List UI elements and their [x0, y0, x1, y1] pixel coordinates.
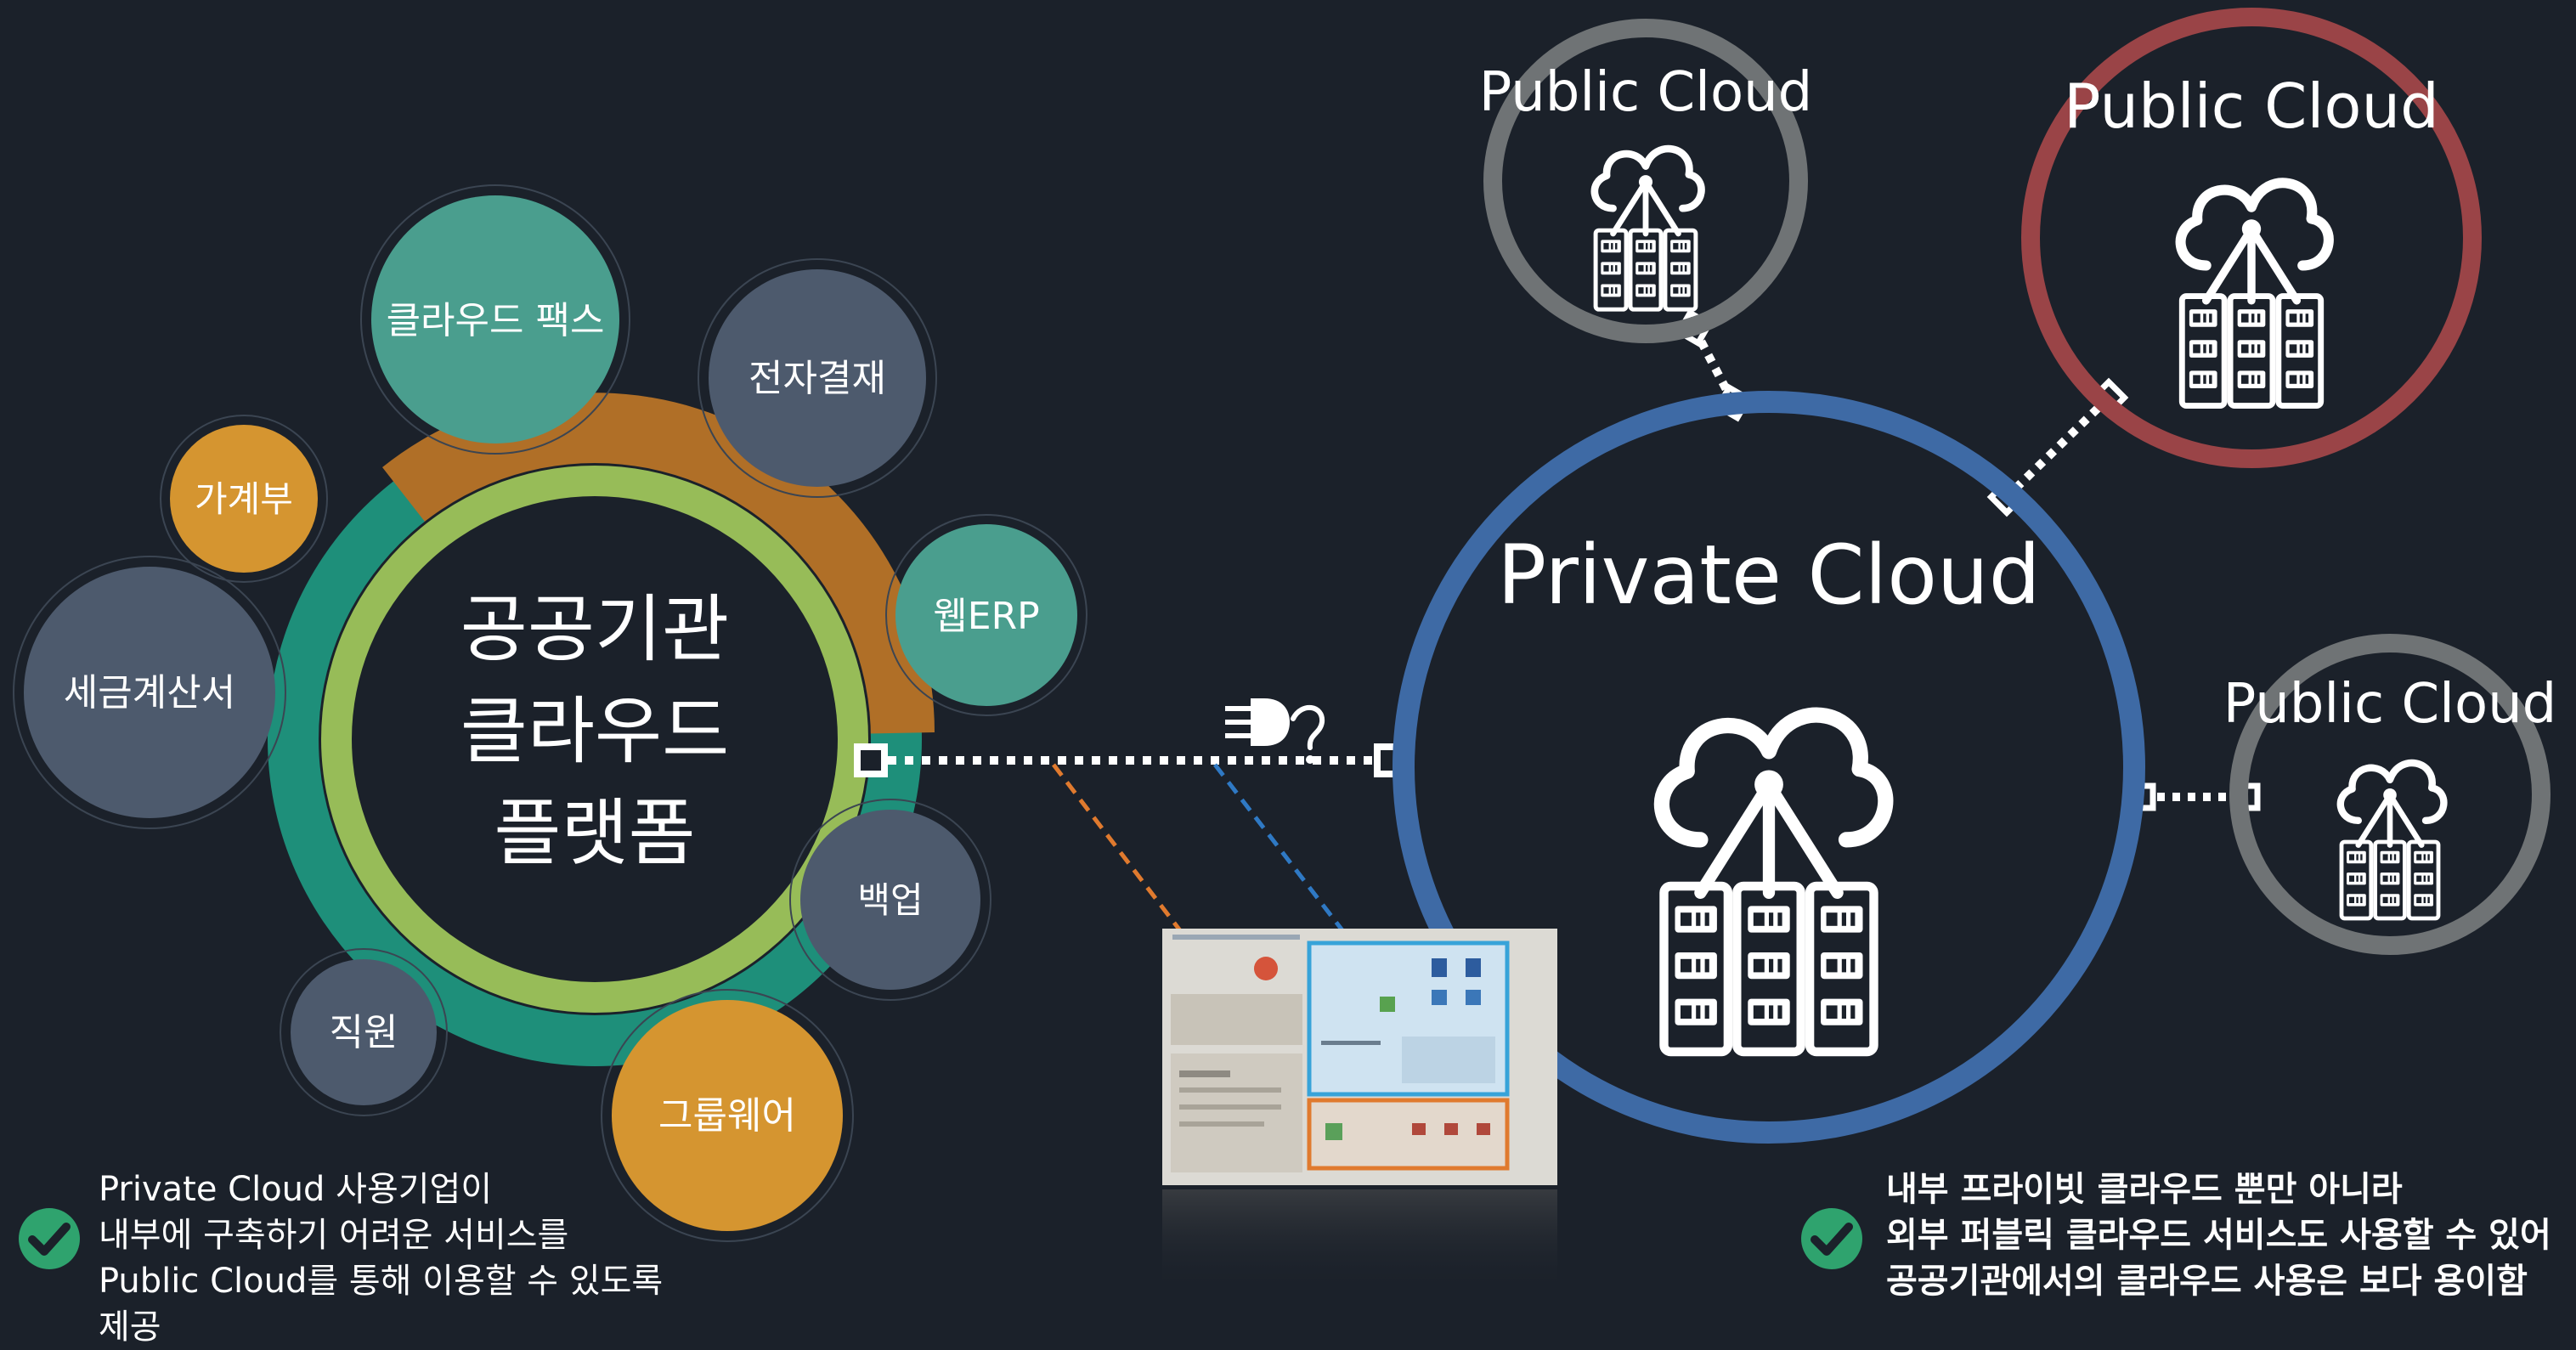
- cloud-server-icon: [1595, 149, 1702, 309]
- service-bubbles: 클라우드 팩스 전자결재 가계부 웹ERP 세금계산서 백업: [13, 184, 1087, 1242]
- right-note: 내부 프라이빗 클라우드 뿐만 아니라 외부 퍼블릭 클라우드 서비스도 사용할…: [1886, 1166, 2551, 1304]
- public-cloud-title: Public Cloud: [2223, 673, 2557, 736]
- public-cloud-title: Public Cloud: [1479, 61, 1813, 124]
- service-bubble-cloud-fax: 클라우드 팩스: [360, 184, 630, 455]
- portal-screenshot-thumbnail: [1162, 929, 1557, 1291]
- public-cloud-ring: [2229, 634, 2551, 955]
- platform-title-line-3: 플랫폼: [494, 791, 695, 876]
- public-cloud-top-right: Public Cloud: [2021, 8, 2482, 468]
- service-label: 가계부: [195, 478, 293, 520]
- public-cloud-ring: [2021, 8, 2482, 468]
- left-note-line-3: Public Cloud를 통해 이용할 수 있도록: [99, 1262, 664, 1301]
- service-label: 세금계산서: [64, 671, 235, 715]
- check-circle-icon: [19, 1208, 80, 1269]
- service-bubble-backup: 백업: [789, 799, 991, 1001]
- cloud-server-icon: [2341, 763, 2444, 918]
- service-bubble-web-erp: 웹ERP: [885, 514, 1087, 716]
- service-bubble-e-approval: 전자결재: [698, 258, 937, 498]
- public-cloud-title: Public Cloud: [2064, 71, 2439, 142]
- public-link-2: [2003, 394, 2112, 500]
- right-note-line-1: 내부 프라이빗 클라우드 뿐만 아니라: [1886, 1170, 2403, 1209]
- public-cloud-top-left: Public Cloud: [1479, 19, 1813, 343]
- cloud-server-icon: [2181, 183, 2329, 405]
- service-label: 전자결재: [749, 357, 886, 400]
- public-cloud-ring: [1483, 19, 1808, 343]
- plug-icon: [1225, 698, 1325, 764]
- service-label: 직원: [330, 1011, 398, 1054]
- platform-rings: 공공기관 클라우드 플랫폼: [268, 393, 935, 1066]
- service-label: 백업: [857, 879, 923, 921]
- check-circle-icon: [1801, 1208, 1862, 1269]
- right-note-line-3: 공공기관에서의 클라우드 사용은 보다 용이함: [1886, 1262, 2528, 1301]
- private-cloud: Private Cloud: [1393, 391, 2145, 1144]
- platform-core: [352, 496, 838, 982]
- service-label: 클라우드 팩스: [387, 299, 605, 342]
- connector-node: [854, 743, 888, 777]
- left-note-line-4: 제공: [99, 1308, 161, 1347]
- cloud-server-icon: [1662, 715, 1885, 1052]
- platform-title-line-1: 공공기관: [460, 587, 729, 672]
- right-note-line-2: 외부 퍼블릭 클라우드 서비스도 사용할 수 있어: [1886, 1216, 2551, 1255]
- blue-callout-line: [1213, 763, 1353, 943]
- private-cloud-title: Private Cloud: [1497, 528, 2040, 623]
- left-note: Private Cloud 사용기업이 내부에 구축하기 어려운 서비스를 Pu…: [99, 1166, 663, 1350]
- left-note-line-2: 내부에 구축하기 어려운 서비스를: [99, 1216, 569, 1255]
- service-bubble-household-ledger: 가계부: [160, 415, 328, 583]
- service-bubble-employee: 직원: [280, 948, 448, 1116]
- service-label: 그룹웨어: [658, 1094, 796, 1138]
- service-bubble-groupware: 그룹웨어: [601, 989, 854, 1242]
- service-label: 웹ERP: [933, 595, 1039, 638]
- left-note-line-1: Private Cloud 사용기업이: [99, 1170, 493, 1209]
- public-cloud-right: Public Cloud: [2223, 634, 2557, 955]
- platform-title-line-2: 클라우드: [460, 689, 729, 774]
- service-bubble-tax-invoice: 세금계산서: [13, 556, 286, 829]
- private-cloud-ring: [1393, 391, 2145, 1144]
